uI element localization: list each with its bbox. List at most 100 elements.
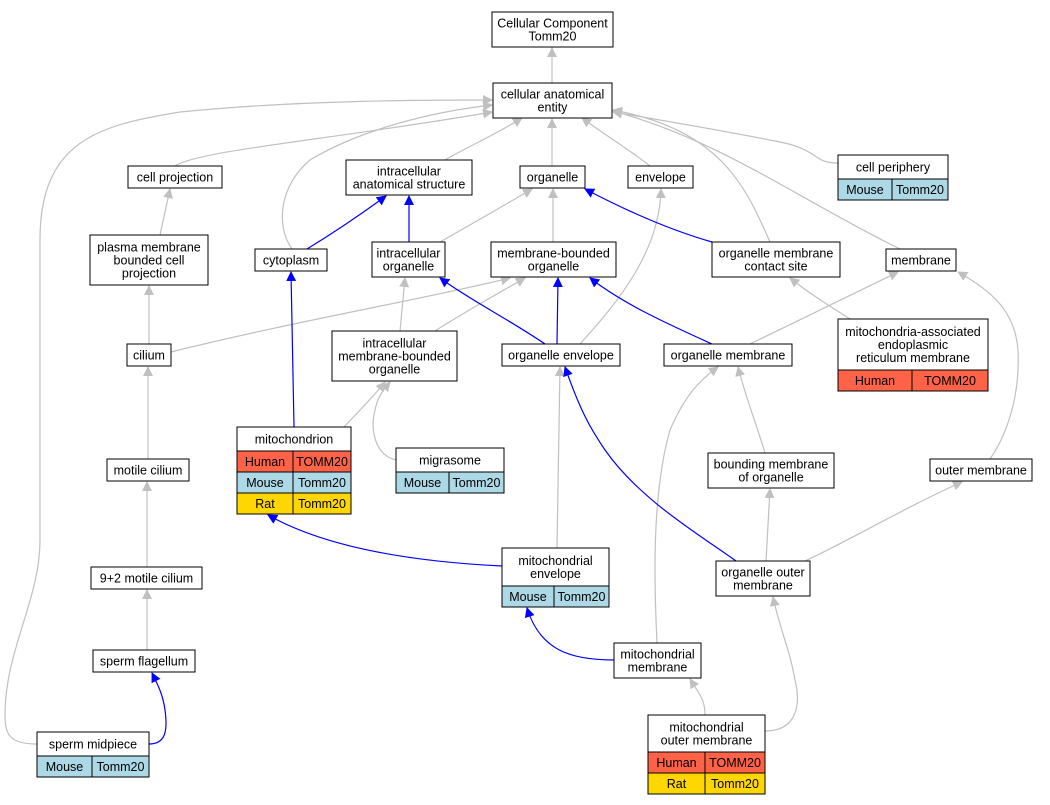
edge-ias-to-cae [444,117,523,161]
edge-mitoenv-to-orgenv [554,366,565,549]
node-box [492,82,613,119]
edge-mitomem-to-mitoenv [524,607,615,661]
node-cilium[interactable]: cilium [126,343,172,367]
edge-orgenv-to-mbo [552,277,563,345]
node-label-line: projection [122,267,176,281]
gene-symbol: TOMM20 [709,756,761,770]
gene-cell [891,178,949,201]
node-label-line: entity [538,101,569,115]
node-label-line: cell projection [137,171,213,185]
node-box [90,566,203,590]
gene-cell [292,492,352,515]
node-label-line: organelle [527,171,578,185]
node-spermflag[interactable]: sperm flagellum [92,649,196,673]
node-orgmem[interactable]: organelle membrane [663,343,793,367]
node-label-line: membrane-bounded [497,247,610,261]
edge-migrasome-to-imbo [372,381,397,461]
node-label-line: envelope [530,567,581,581]
node-label-line: membrane [891,254,951,268]
node-label-line: organelle membrane [719,247,834,261]
node-motcil[interactable]: motile cilium [106,458,190,482]
node-label-line: bounding membrane [714,458,829,472]
node-ninetwo[interactable]: 9+2 motile cilium [90,566,203,590]
edge-mitoouter-to-oom [764,596,798,732]
edge-mitoouter-to-mitomem [689,678,706,716]
gene-symbol: Tomm20 [298,476,346,490]
node-cytoplasm[interactable]: cytoplasm [254,248,328,272]
gene-symbol: Tomm20 [298,497,346,511]
node-box [711,241,841,278]
edge-oom-to-orgenv [563,366,737,562]
node-label-line: bounded cell [114,254,185,268]
species-label: Rat [255,497,275,511]
node-envelope[interactable]: envelope [627,165,694,189]
edge-mitoenv-to-mito [267,514,503,567]
node-box [345,159,473,196]
edge-mito-to-imbo [343,381,386,428]
node-box [490,241,617,278]
species-label: Mouse [404,476,442,490]
node-box [127,165,223,189]
node-label-line: cilium [133,349,165,363]
node-box [707,452,835,489]
node-label-line: 9+2 motile cilium [100,572,193,586]
node-label-line: membrane [628,661,688,675]
node-label-line: cytoplasm [263,254,319,268]
node-outermem[interactable]: outer membrane [929,458,1033,482]
edge-bmo-to-orgmem [735,366,766,454]
node-box [519,165,586,189]
edge-membrane-to-cae [612,108,901,250]
node-orgenv[interactable]: organelle envelope [501,343,621,367]
is-a-edges [4,47,1019,745]
node-label-line: cell periphery [856,161,931,175]
node-box [501,343,621,367]
species-label: Human [245,455,285,469]
gene-symbol: Tomm20 [453,476,501,490]
node-label-line: reticulum membrane [856,351,970,365]
edge-imbo-to-mbo [434,277,526,332]
node-label-line: of organelle [738,471,803,485]
node-label-line: membrane [733,579,793,593]
node-cellproj[interactable]: cell projection [127,165,223,189]
node-mam[interactable]: mitochondria-associatedendoplasmicreticu… [837,318,989,392]
node-label-line: mitochondrion [255,433,334,447]
node-label-line: intracellular [363,337,427,351]
edge-orgmem-to-membrane [749,271,899,345]
node-label-line: cellular anatomical [501,88,605,102]
node-membrane[interactable]: membrane [885,248,957,272]
node-organelle[interactable]: organelle [519,165,586,189]
edge-mito-to-cytoplasm [286,271,297,428]
species-label: Human [855,374,895,388]
node-label-line: Tomm20 [529,30,577,44]
edge-cytoplasm-to-ias [306,195,387,250]
gene-cell [448,471,505,494]
node-label-line: organelle envelope [508,349,614,363]
node-box [106,458,190,482]
node-label-line: contact site [744,260,807,274]
node-box [715,560,811,597]
gene-cell [911,369,989,392]
edge-envelope-to-cae [581,117,651,167]
edge-mitomem-to-orgmem [654,366,719,644]
node-label-line: endoplasmic [878,338,948,352]
species-label: Human [656,756,696,770]
node-box [663,343,793,367]
